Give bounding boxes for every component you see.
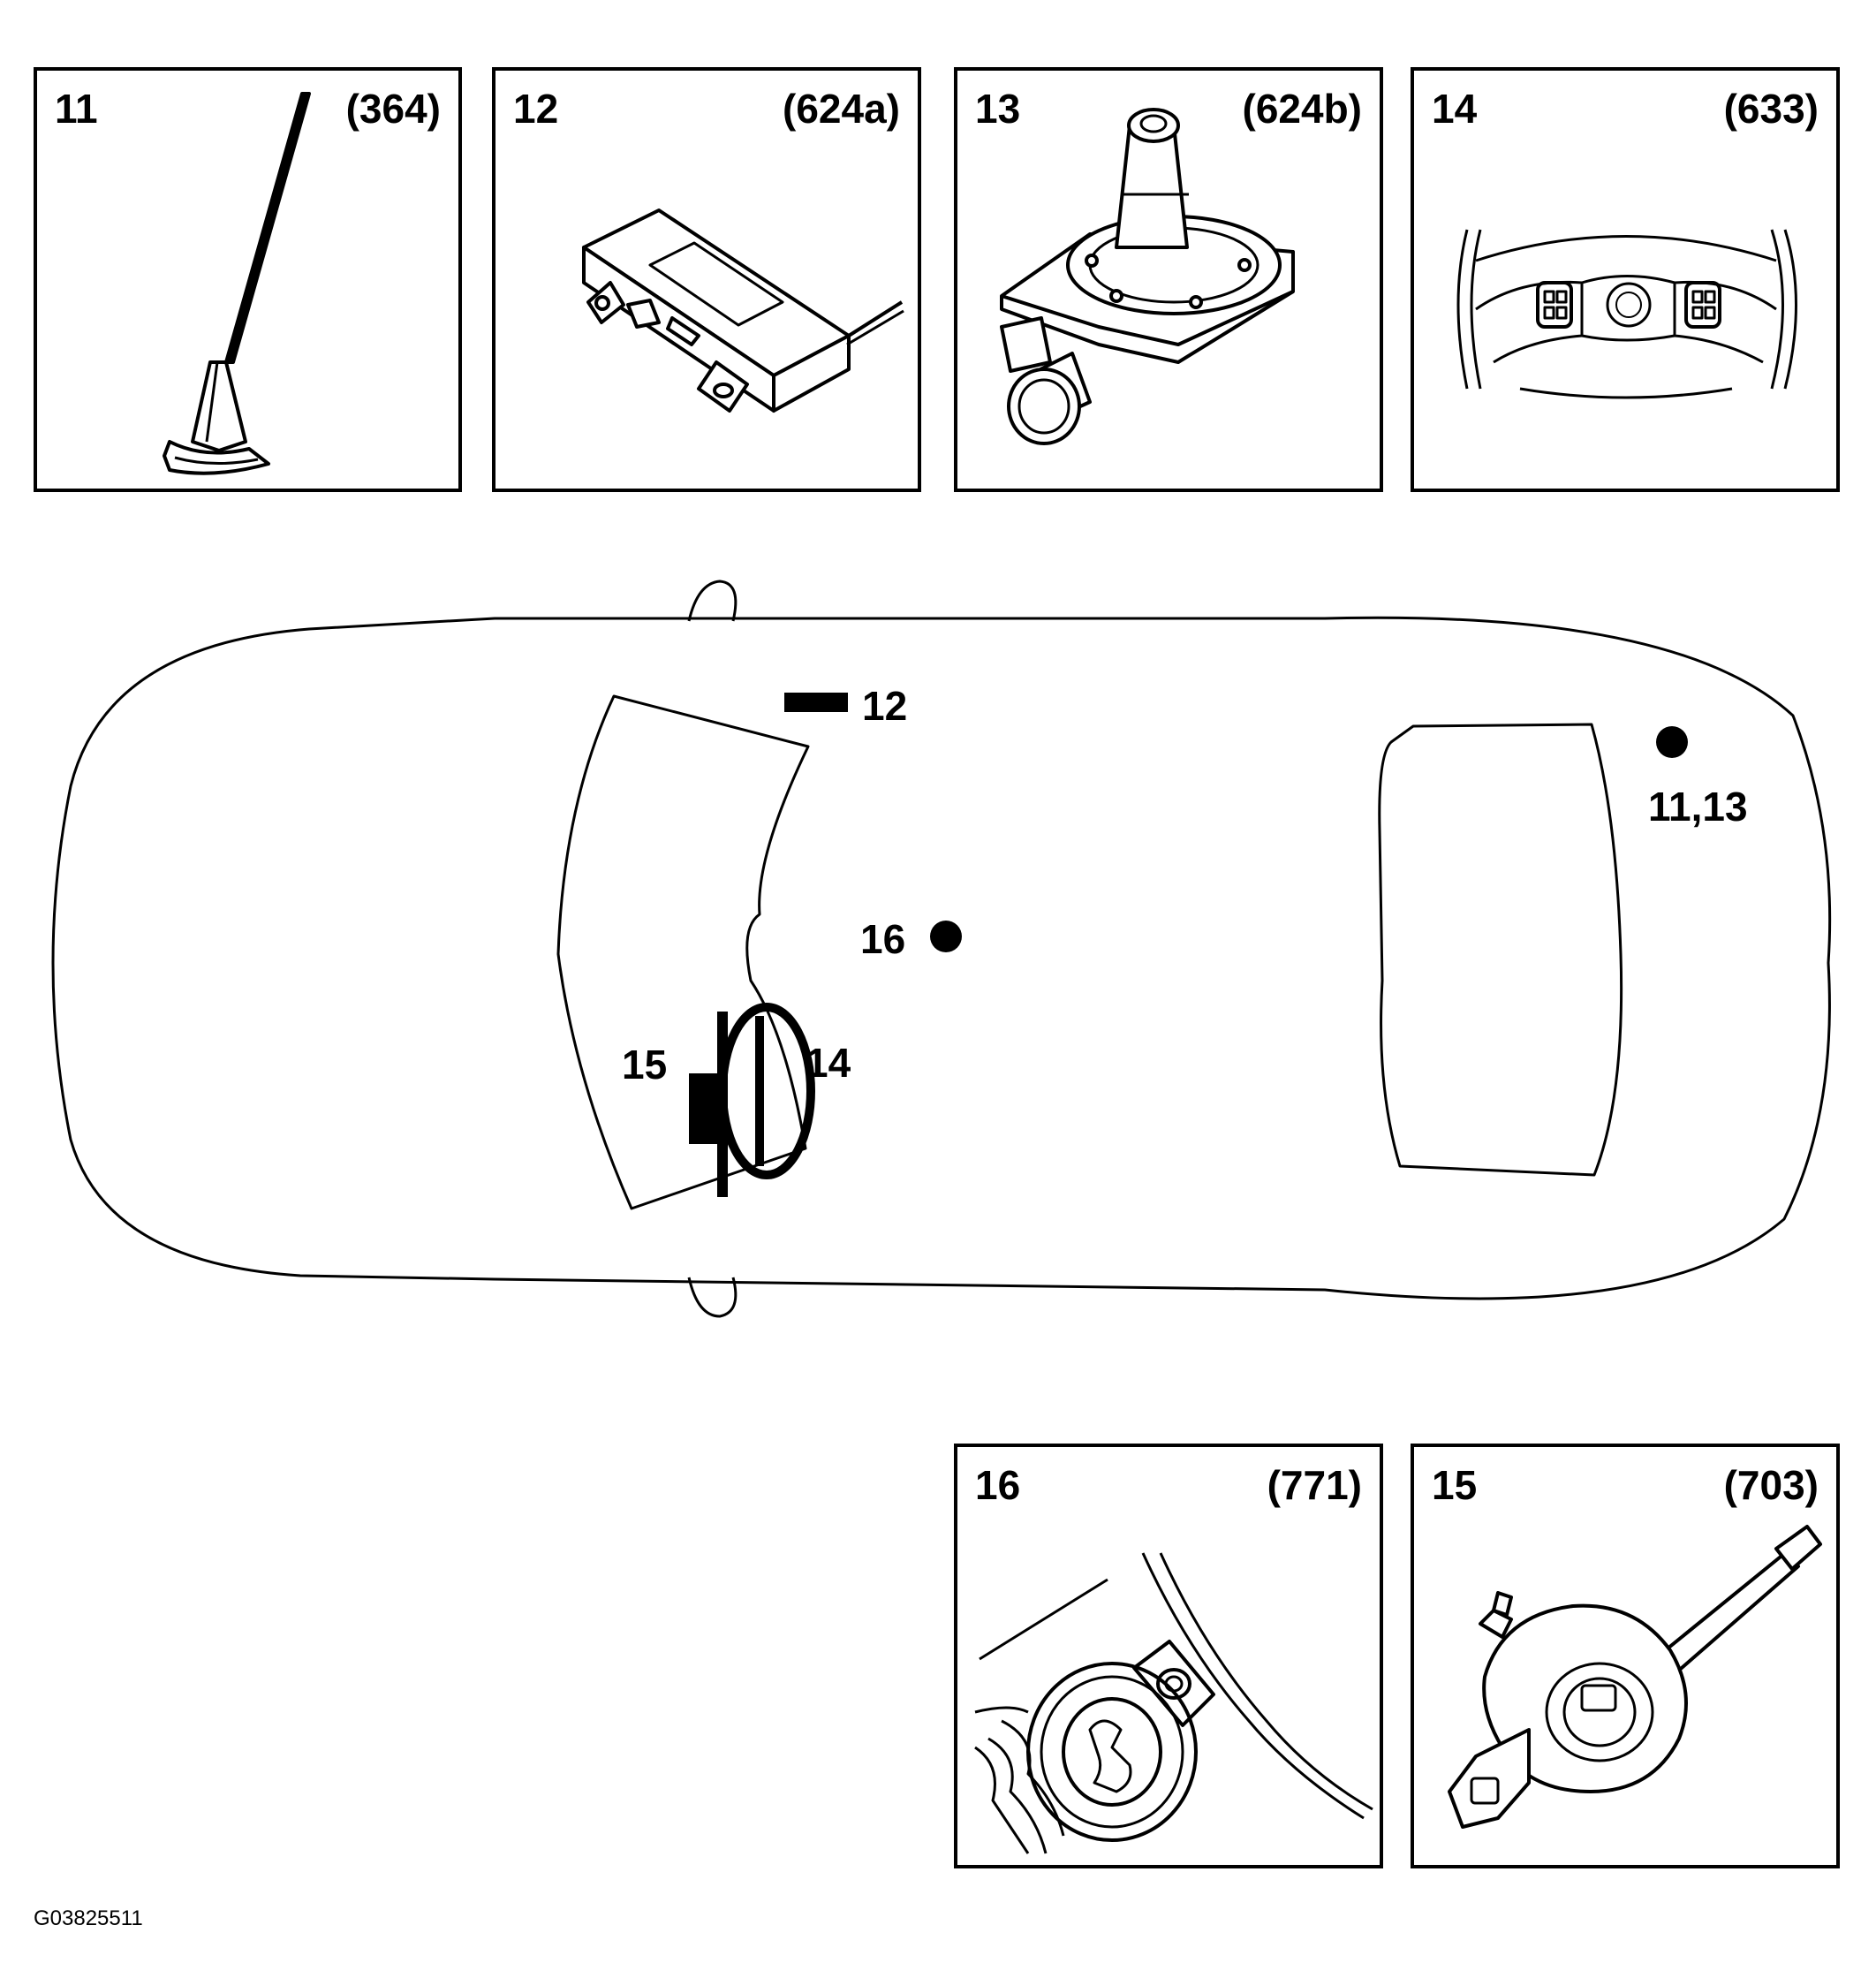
panel-number: 11 [55, 86, 98, 132]
panel-number: 16 [975, 1462, 1021, 1508]
panel-code: (633) [1723, 86, 1819, 132]
component-panel-13: 13 (624b) [954, 67, 1383, 492]
panel-code: (624a) [783, 86, 900, 132]
component-panel-14: 14 (633) [1411, 67, 1840, 492]
location-marker-16 [930, 921, 962, 952]
image-reference-id: G03825511 [34, 1906, 143, 1930]
vehicle-top-view-diagram [51, 580, 1832, 1318]
panel-number: 14 [1432, 86, 1478, 132]
panel-code: (624b) [1242, 86, 1362, 132]
panel-number: 13 [975, 86, 1021, 132]
windshield-outline [556, 694, 810, 1210]
control-module-icon [582, 208, 904, 413]
callout-16: 16 [860, 916, 906, 962]
vehicle-body-outline [51, 580, 1832, 1318]
component-panel-12: 12 (624a) [492, 67, 921, 492]
panel-code: (703) [1723, 1462, 1819, 1508]
component-panel-15: 15 (703) [1411, 1444, 1840, 1868]
callout-14: 14 [806, 1040, 851, 1086]
callout-15: 15 [622, 1042, 668, 1088]
callout-12: 12 [862, 683, 908, 729]
panel-code: (771) [1267, 1462, 1362, 1508]
socket-outlet-icon [974, 1552, 1373, 1854]
panel-code: (364) [345, 86, 441, 132]
panel-number: 15 [1432, 1462, 1478, 1508]
ignition-lock-icon [1000, 108, 1295, 445]
antenna-icon [163, 92, 311, 475]
location-marker-11-13 [1656, 726, 1688, 758]
location-marker-12 [784, 693, 848, 712]
panel-number: 12 [513, 86, 559, 132]
callout-11-13: 11,13 [1648, 784, 1748, 830]
component-panel-16: 16 (771) [954, 1444, 1383, 1868]
location-marker-14-15 [689, 1003, 815, 1197]
rear-window-outline [1378, 723, 1623, 1177]
component-panel-11: 11 (364) [34, 67, 462, 492]
steering-column-switch-icon [1448, 1525, 1822, 1829]
steering-wheel-switches-icon [1456, 229, 1797, 399]
